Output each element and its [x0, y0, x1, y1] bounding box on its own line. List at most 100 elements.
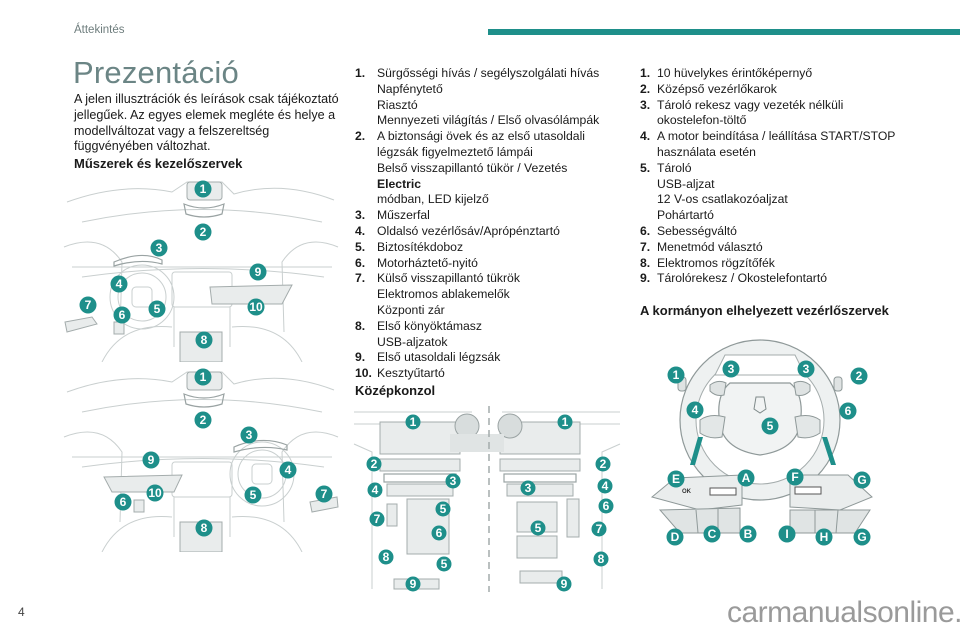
svg-text:G: G: [857, 473, 866, 487]
svg-text:I: I: [785, 527, 788, 541]
intro-paragraph: A jelen illusztrációk és leírások csak t…: [74, 92, 339, 154]
svg-text:1: 1: [200, 182, 207, 196]
instruments-heading: Műszerek és kezelőszervek: [74, 156, 243, 171]
badge-6: 6: [113, 306, 131, 324]
badge-C: C: [703, 525, 721, 543]
svg-text:4: 4: [285, 463, 292, 477]
badge-F: F: [786, 468, 804, 486]
list-item: 4.A motor beindítása / leállítása START/…: [640, 129, 896, 159]
svg-text:5: 5: [440, 502, 447, 516]
list-item: 9.Tárolórekesz / Okostelefontartó: [640, 271, 828, 286]
badge-4-rhd: 4: [597, 478, 613, 494]
svg-text:10: 10: [148, 486, 162, 500]
badge-1: 1: [667, 366, 685, 384]
badge-4: 4: [279, 461, 297, 479]
svg-text:E: E: [672, 472, 680, 486]
badge-3: 3: [445, 473, 461, 489]
badge-5: 5: [761, 417, 779, 435]
badge-2-rhd: 2: [595, 456, 611, 472]
svg-text:7: 7: [85, 298, 92, 312]
badge-G-top: G: [853, 471, 871, 489]
ok-button-label: OK: [682, 489, 692, 495]
left-control-pad: OK: [650, 474, 743, 534]
badge-2: 2: [850, 367, 868, 385]
list-item: 6.Sebességváltó: [640, 223, 737, 238]
svg-text:6: 6: [603, 499, 610, 513]
svg-text:3: 3: [525, 481, 532, 495]
svg-text:9: 9: [255, 265, 262, 279]
badge-8: 8: [378, 549, 394, 565]
svg-text:1: 1: [562, 415, 569, 429]
badge-8: 8: [195, 331, 213, 349]
dashboard-lhd-illustration: 1 2 3 4 5 6 7 8 9 10: [62, 172, 340, 362]
badge-H: H: [815, 528, 833, 546]
badge-2: 2: [194, 411, 212, 429]
list-item: 6.Motorháztető-nyitó: [355, 255, 478, 270]
svg-text:4: 4: [692, 403, 699, 417]
svg-text:6: 6: [436, 526, 443, 540]
steering-wheel-line-art: [677, 339, 843, 501]
list-item: 1.10 hüvelykes érintőképernyő: [640, 66, 813, 80]
svg-text:6: 6: [119, 308, 126, 322]
svg-text:3: 3: [803, 362, 810, 376]
svg-text:3: 3: [246, 428, 253, 442]
watermark: carmanualsonline.info: [727, 596, 960, 629]
badge-7: 7: [369, 511, 385, 527]
badge-I: I: [778, 525, 796, 543]
svg-text:5: 5: [250, 488, 257, 502]
badge-7: 7: [79, 296, 97, 314]
svg-text:9: 9: [148, 453, 155, 467]
svg-text:A: A: [742, 471, 751, 485]
svg-text:2: 2: [200, 413, 207, 427]
list-item: 10.Kesztyűtartó: [355, 366, 445, 381]
svg-text:7: 7: [374, 512, 381, 526]
svg-text:9: 9: [561, 577, 568, 591]
svg-text:4: 4: [372, 483, 379, 497]
svg-text:4: 4: [602, 479, 609, 493]
svg-text:5: 5: [767, 419, 774, 433]
badge-9: 9: [405, 576, 421, 592]
badge-3: 3: [240, 426, 258, 444]
steering-wheel-illustration: OK 1 3 3 2 4 6 5 E A D C B F G I H G: [640, 325, 880, 555]
svg-text:5: 5: [535, 521, 542, 535]
list-item: 2.Középső vezérlőkarok: [640, 81, 777, 96]
svg-text:2: 2: [371, 457, 378, 471]
badge-9: 9: [142, 451, 160, 469]
badge-6-rhd: 6: [598, 498, 614, 514]
badge-3-rhd: 3: [520, 480, 536, 496]
badge-1-rhd: 1: [557, 414, 573, 430]
badge-3-right: 3: [797, 360, 815, 378]
svg-text:4: 4: [116, 277, 123, 291]
badge-4: 4: [367, 482, 383, 498]
svg-text:1: 1: [200, 370, 207, 384]
svg-text:F: F: [791, 470, 798, 484]
badge-B: B: [739, 525, 757, 543]
svg-text:H: H: [820, 530, 829, 544]
badge-6: 6: [431, 525, 447, 541]
svg-text:5: 5: [154, 302, 161, 316]
badge-5: 5: [244, 486, 262, 504]
svg-text:7: 7: [596, 522, 603, 536]
center-console-heading: Középkonzol: [355, 383, 436, 398]
list-item: 3.Műszerfal: [355, 208, 430, 223]
svg-text:3: 3: [728, 362, 735, 376]
badge-9-rhd: 9: [556, 576, 572, 592]
list-item: 5.Biztosítékdoboz: [355, 239, 464, 254]
svg-text:2: 2: [200, 225, 207, 239]
svg-text:8: 8: [201, 333, 208, 347]
list-item: 1.Sürgősségi hívás / segélyszolgálati hí…: [355, 66, 600, 128]
svg-text:10: 10: [249, 300, 263, 314]
badge-8: 8: [195, 519, 213, 537]
badge-D: D: [666, 528, 684, 546]
center-console-list: 1.10 hüvelykes érintőképernyő 2.Középső …: [640, 66, 930, 287]
svg-text:2: 2: [856, 369, 863, 383]
header-accent-rule: [488, 29, 960, 35]
svg-text:5: 5: [441, 557, 448, 571]
list-item: 4.Oldalsó vezérlősáv/Aprópénztartó: [355, 223, 560, 238]
svg-text:B: B: [744, 527, 753, 541]
svg-text:8: 8: [598, 552, 605, 566]
steering-controls-heading: A kormányon elhelyezett vezérlőszervek: [640, 303, 889, 318]
